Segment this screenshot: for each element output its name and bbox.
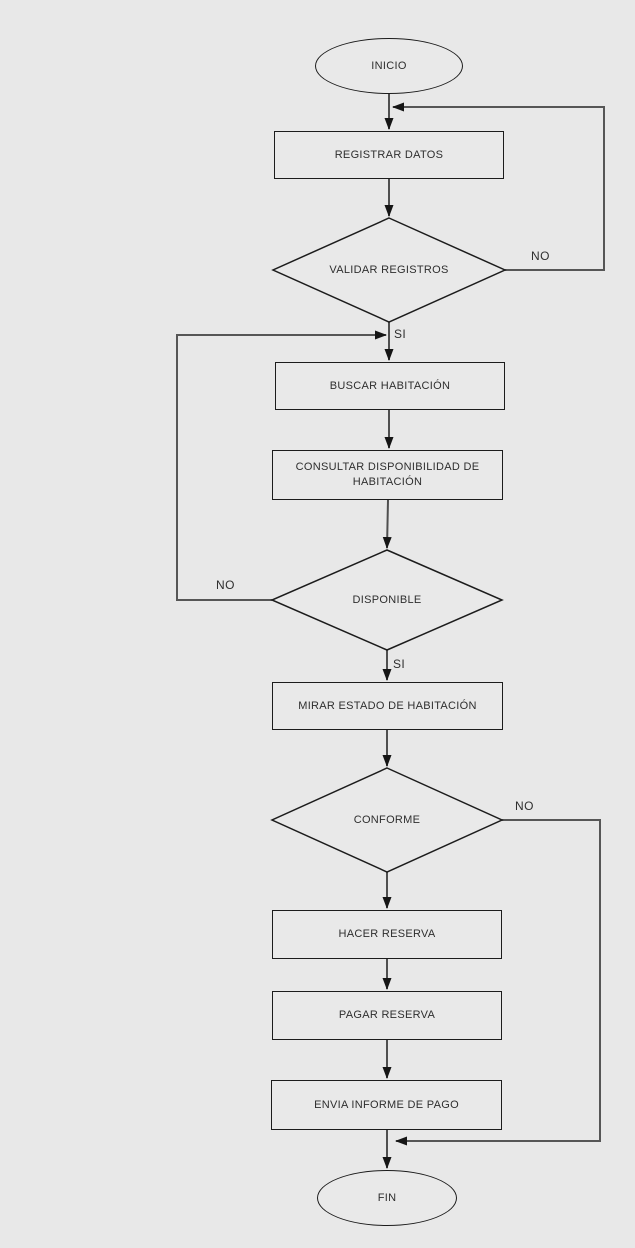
end-node-label: FIN [377,1192,397,1204]
process-pagar-reserva: PAGAR RESERVA [272,991,502,1040]
edge-label-disponible-no: NO [216,578,235,592]
process-hacer-reserva: HACER RESERVA [272,910,502,959]
decision-conforme-shape [270,767,504,873]
process-hacer-reserva-label: HACER RESERVA [338,928,436,941]
process-buscar-habitacion: BUSCAR HABITACIÓN [275,362,505,410]
process-envia-informe: ENVIA INFORME DE PAGO [271,1080,502,1130]
process-buscar-habitacion-label: BUSCAR HABITACIÓN [329,379,451,392]
process-consultar-disponibilidad: CONSULTAR DISPONIBILIDAD DE HABITACIÓN [272,450,503,500]
edge-consultar-to-disponible [382,499,392,549]
process-envia-informe-label: ENVIA INFORME DE PAGO [314,1098,459,1111]
edge-label-validar-si: SI [394,327,407,341]
decision-disponible-shape [270,549,504,651]
start-node: INICIO [315,38,463,94]
edge-conforme-no-loop [395,819,601,1146]
decision-validar-shape [271,217,507,323]
edge-label-conforme-no: NO [515,799,534,813]
process-registrar-datos: REGISTRAR DATOS [274,131,504,179]
process-consultar-disponibilidad-label: CONSULTAR DISPONIBILIDAD DE HABITACIÓN [295,461,480,488]
process-registrar-datos-label: REGISTRAR DATOS [334,148,444,161]
process-pagar-reserva-label: PAGAR RESERVA [338,1009,436,1022]
edge-disponible-no-loop [176,330,387,601]
process-mirar-estado: MIRAR ESTADO DE HABITACIÓN [272,682,503,730]
end-node: FIN [317,1170,457,1226]
edge-label-disponible-si: SI [393,657,406,671]
process-mirar-estado-label: MIRAR ESTADO DE HABITACIÓN [298,699,477,712]
edge-label-validar-no: NO [531,249,550,263]
edge-validar-no-loop [392,102,605,271]
start-node-label: INICIO [371,60,407,72]
